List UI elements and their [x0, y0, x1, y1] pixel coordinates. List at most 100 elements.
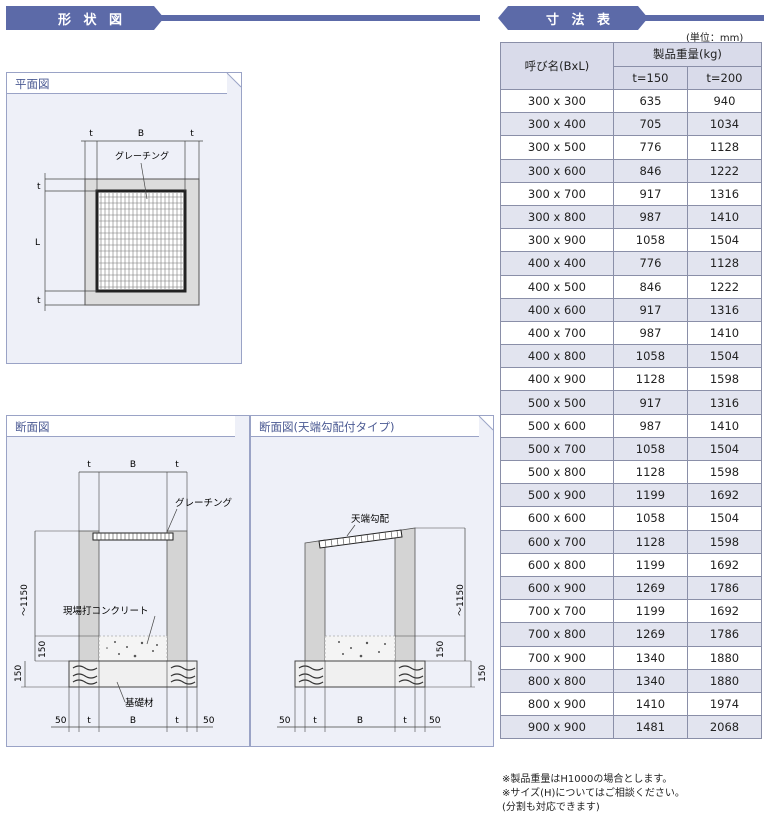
- row-t150-cell: 1128: [612, 367, 688, 392]
- row-t150-cell: 1199: [612, 483, 688, 508]
- row-name-cell: 300 x 700: [500, 181, 614, 206]
- row-name-cell: 400 x 500: [500, 274, 614, 299]
- row-name-cell: 800 x 900: [500, 691, 614, 717]
- row-t150-cell: 1269: [612, 575, 688, 601]
- section-dim-t-right: t: [175, 460, 179, 470]
- plan-dim-t-top: t: [37, 182, 41, 192]
- row-t150-cell: 1199: [612, 552, 688, 577]
- row-t200-cell: 1598: [686, 529, 763, 554]
- section-dim-150-inner: 150: [38, 641, 48, 658]
- row-t200-cell: 1692: [686, 599, 763, 624]
- row-name-cell: 700 x 700: [500, 599, 614, 624]
- row-t200-cell: 1222: [686, 158, 763, 183]
- row-t200-cell: 1786: [686, 622, 763, 647]
- row-name-cell: 600 x 800: [500, 552, 614, 577]
- row-t200-cell: 1598: [686, 367, 763, 392]
- row-t150-cell: 1058: [612, 506, 688, 531]
- slope-section-title: 断面図(天端勾配付タイプ): [259, 420, 395, 434]
- row-t150-cell: 917: [612, 390, 688, 415]
- row-t200-cell: 1316: [686, 181, 763, 206]
- row-t150-cell: 987: [612, 320, 688, 346]
- row-t200-cell: 1128: [686, 135, 763, 160]
- section-dim-h1150: ～1150: [20, 584, 30, 616]
- note-size: ※サイズ(H)についてはご相談ください。: [502, 788, 685, 799]
- header-weight: 製品重量(kg): [612, 42, 763, 67]
- slope-section-drawing: 天端勾配 ～1150 150 150 50 t B t 50: [277, 416, 493, 732]
- slope-dim-50-right: 50: [429, 716, 441, 726]
- row-name-cell: 400 x 800: [500, 344, 614, 369]
- row-name-cell: 400 x 900: [500, 367, 614, 392]
- row-t200-cell: 1410: [686, 413, 763, 438]
- row-t200-cell: 1128: [686, 251, 763, 276]
- row-name-cell: 400 x 600: [500, 297, 614, 322]
- row-name-cell: 300 x 600: [500, 158, 614, 183]
- row-name-cell: 300 x 500: [500, 135, 614, 160]
- row-t150-cell: 917: [612, 297, 688, 322]
- row-name-cell: 600 x 600: [500, 506, 614, 531]
- row-t150-cell: 1410: [612, 691, 688, 717]
- plan-dim-t-left: t: [89, 129, 93, 139]
- section-dim-150-base: 150: [14, 665, 24, 682]
- row-t200-cell: 1692: [686, 483, 763, 508]
- row-t150-cell: 1269: [612, 622, 688, 647]
- row-name-cell: 300 x 800: [500, 204, 614, 230]
- row-name-cell: 500 x 900: [500, 483, 614, 508]
- section-base-label: 基礎材: [125, 697, 154, 709]
- plan-view-drawing: t B t t L t グレーチング: [35, 73, 241, 311]
- row-t150-cell: 705: [612, 112, 688, 137]
- row-name-cell: 700 x 900: [500, 645, 614, 670]
- shape-banner: 形 状 図: [6, 6, 480, 30]
- row-t150-cell: 846: [612, 274, 688, 299]
- row-t200-cell: 1504: [686, 228, 763, 253]
- row-t150-cell: 987: [612, 413, 688, 438]
- row-t150-cell: 1340: [612, 668, 688, 693]
- row-t200-cell: 1410: [686, 320, 763, 346]
- plan-dim-t-bottom: t: [37, 296, 41, 306]
- plan-view-tab: 平面図: [7, 73, 227, 94]
- note-split: (分割も対応できます): [502, 802, 600, 813]
- row-t200-cell: 1410: [686, 204, 763, 230]
- slope-dim-t-right: t: [403, 716, 407, 726]
- row-name-cell: 600 x 900: [500, 575, 614, 601]
- row-t150-cell: 635: [612, 88, 688, 114]
- row-name-cell: 300 x 900: [500, 228, 614, 253]
- row-t150-cell: 1128: [612, 529, 688, 554]
- section-view-drawing: t B t グレーチング 現場打コンクリート 基礎材 ～1150 150: [14, 460, 233, 732]
- row-t150-cell: 917: [612, 181, 688, 206]
- row-t150-cell: 1058: [612, 436, 688, 462]
- section-dim-b-bottom: B: [130, 716, 136, 726]
- row-name-cell: 500 x 500: [500, 390, 614, 415]
- row-t150-cell: 776: [612, 251, 688, 276]
- row-t200-cell: 1786: [686, 575, 763, 601]
- section-grating-label: グレーチング: [175, 497, 233, 509]
- slope-dim-50-left: 50: [279, 716, 291, 726]
- section-dim-t-bottom-left: t: [87, 716, 91, 726]
- slope-dim-b: B: [357, 716, 363, 726]
- plan-view-panel: 平面図 t B t t L t グレーチング: [6, 72, 242, 364]
- header-t200: t=200: [686, 65, 763, 90]
- row-t200-cell: 940: [686, 88, 763, 114]
- row-name-cell: 400 x 700: [500, 320, 614, 346]
- row-t200-cell: 1598: [686, 459, 763, 485]
- dimension-banner-title: 寸 法 表: [546, 13, 615, 28]
- slope-dim-150-inner: 150: [436, 641, 446, 658]
- unit-label: (単位：mm): [686, 33, 744, 44]
